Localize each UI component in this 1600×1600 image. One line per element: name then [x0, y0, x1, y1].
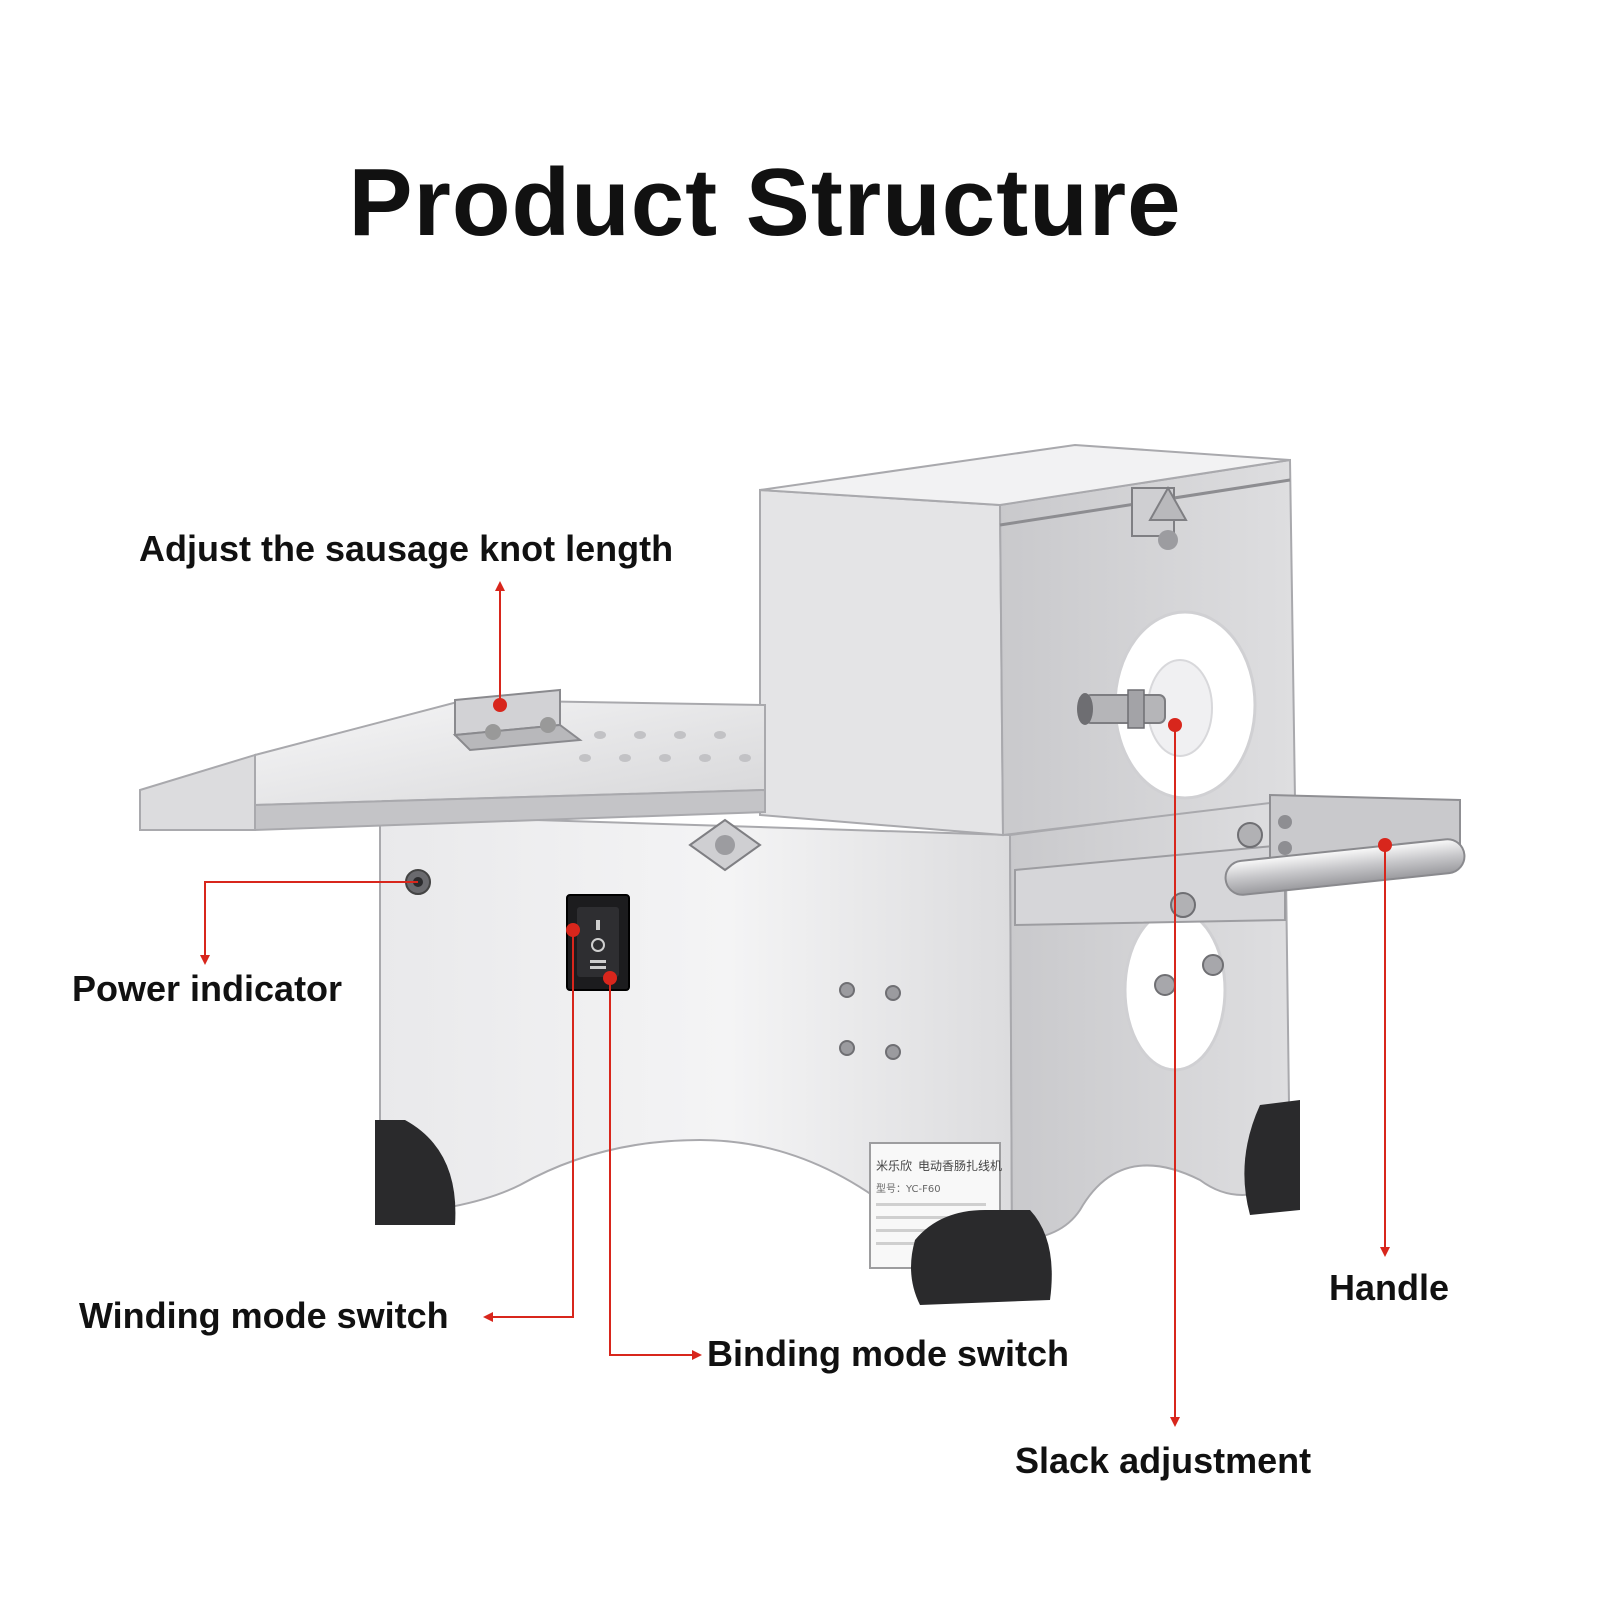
- label-slack-adjustment: Slack adjustment: [1015, 1440, 1312, 1481]
- machine-body: 米乐欣 电动香肠扎线机 型号：YC-F60: [139, 443, 1466, 1305]
- top-wing-nut: [1131, 485, 1188, 550]
- tray-wing-nut: [688, 818, 762, 872]
- callout-dots: [493, 698, 1392, 985]
- page-title: Product Structure: [348, 149, 1182, 256]
- foot-left: [375, 1120, 456, 1225]
- label-handle: Handle: [1329, 1267, 1450, 1308]
- handle-assembly: [1014, 793, 1466, 927]
- tower-front-face: [759, 488, 1005, 837]
- callout-winding-switch-line: [483, 930, 574, 1322]
- callout-power-indicator-line: [200, 881, 418, 965]
- tray-left-wing: [139, 753, 256, 831]
- nameplate-brand: 米乐欣: [876, 1159, 912, 1173]
- nameplate-model: 型号：YC-F60: [876, 1182, 941, 1195]
- callout-lines: [200, 581, 1390, 1427]
- label-knot-length: Adjust the sausage knot length: [139, 528, 674, 569]
- label-winding-switch: Winding mode switch: [79, 1295, 449, 1336]
- tower-top: [759, 443, 1291, 507]
- foot-center: [911, 1210, 1052, 1305]
- foot-right: [1244, 1100, 1300, 1215]
- tray-holes: [579, 731, 751, 762]
- label-power-indicator: Power indicator: [72, 968, 343, 1009]
- callout-binding-switch-line: [609, 978, 702, 1360]
- label-binding-switch: Binding mode switch: [707, 1333, 1070, 1374]
- knot-length-bracket: [452, 688, 583, 752]
- nameplate-product: 电动香肠扎线机: [918, 1159, 1002, 1173]
- upper-roller: [1077, 610, 1257, 800]
- rocker-switch: [566, 894, 630, 991]
- base-screws: [839, 982, 901, 1060]
